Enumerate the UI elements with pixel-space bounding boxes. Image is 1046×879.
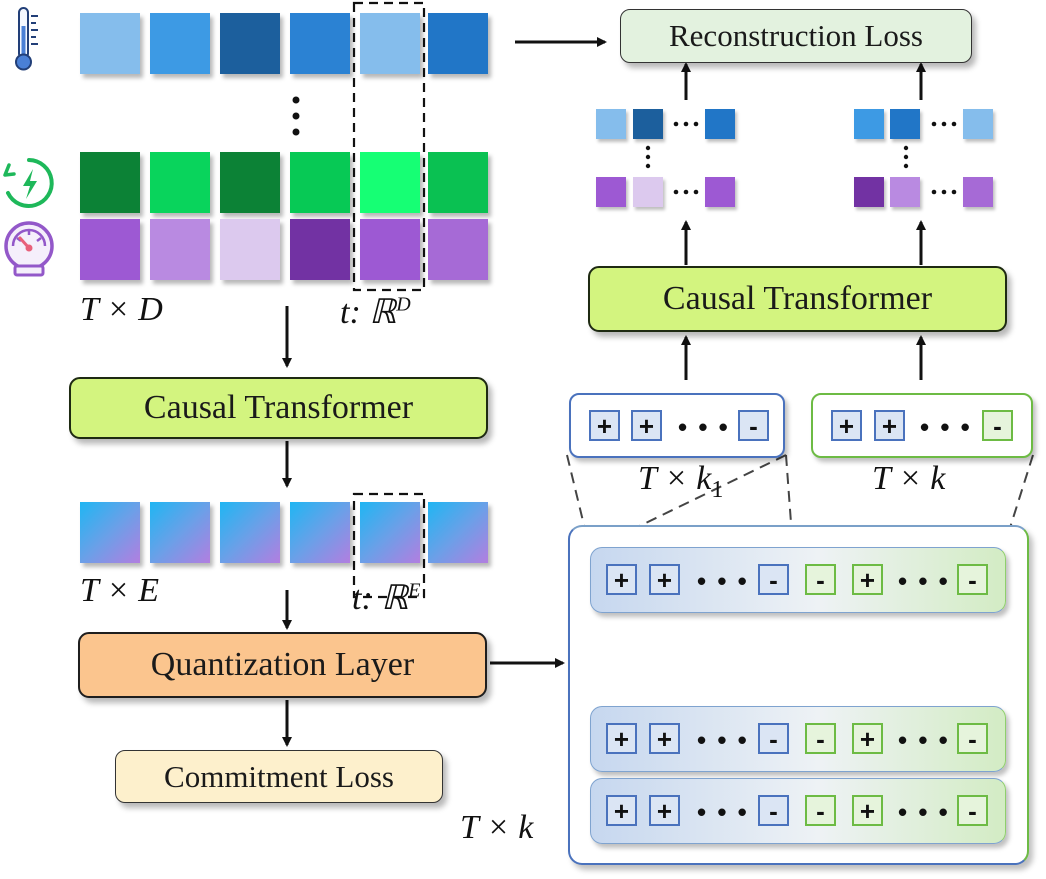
battery-cell xyxy=(220,152,280,213)
recon-vertical-ellipsis xyxy=(645,145,909,169)
codebook-dims-label: T × k xyxy=(460,809,534,846)
recon-temp-cell xyxy=(890,109,920,139)
pressure-cell xyxy=(360,219,420,280)
minus-token: - xyxy=(758,723,789,754)
recon-temp-cell xyxy=(963,109,993,139)
temperature-cell xyxy=(290,13,350,74)
group1-dims-label: T × k1 xyxy=(638,460,724,503)
embedding-dims-label: T × E xyxy=(80,572,160,609)
speedometer-icon xyxy=(4,221,54,277)
pressure-cell xyxy=(80,219,140,280)
embedding-cell xyxy=(80,502,140,563)
token-ellipsis: • • • xyxy=(920,412,972,442)
pressure-cell xyxy=(150,219,210,280)
token-ellipsis: • • • xyxy=(898,797,950,827)
embedding-cell xyxy=(428,502,488,563)
recon-horizontal-ellipsis xyxy=(673,121,957,195)
commitment-loss-box: Commitment Loss xyxy=(115,750,443,803)
minus-token: - xyxy=(957,723,988,754)
plus-token: + xyxy=(589,410,620,441)
temperature-cell xyxy=(80,13,140,74)
token-ellipsis: • • • xyxy=(678,412,730,442)
minus-token: - xyxy=(758,795,789,826)
recon-pressure-cell xyxy=(633,177,663,207)
minus-token: - xyxy=(957,564,988,595)
battery-cell xyxy=(290,152,350,213)
plus-token: + xyxy=(649,723,680,754)
recon-temp-cell xyxy=(705,109,735,139)
embedding-cell xyxy=(290,502,350,563)
temperature-cell xyxy=(150,13,210,74)
token-ellipsis: • • • xyxy=(898,566,950,596)
battery-cell xyxy=(80,152,140,213)
plus-token: + xyxy=(606,795,637,826)
causal-transformer-decoder: Causal Transformer xyxy=(588,266,1007,332)
input-dims-label: T × D xyxy=(80,291,163,328)
recon-temp-cell xyxy=(633,109,663,139)
embedding-slice-box xyxy=(352,492,426,599)
plus-token: + xyxy=(831,410,862,441)
minus-token: - xyxy=(982,410,1013,441)
embedding-cell xyxy=(220,502,280,563)
pressure-cell xyxy=(220,219,280,280)
battery-charging-icon xyxy=(3,158,54,208)
recon-pressure-cell xyxy=(890,177,920,207)
battery-cell xyxy=(428,152,488,213)
plus-token: + xyxy=(852,795,883,826)
recon-pressure-cell xyxy=(705,177,735,207)
reconstruction-loss-box: Reconstruction Loss xyxy=(620,9,972,63)
row-ellipsis xyxy=(292,96,300,136)
battery-cell xyxy=(150,152,210,213)
token-ellipsis: • • • xyxy=(898,725,950,755)
minus-token: - xyxy=(957,795,988,826)
code-row xyxy=(590,706,1006,772)
group2-dims-label: T × k xyxy=(872,460,946,497)
pressure-cell xyxy=(428,219,488,280)
minus-token: - xyxy=(758,564,789,595)
recon-pressure-cell xyxy=(854,177,884,207)
embedding-cell xyxy=(150,502,210,563)
temperature-cell xyxy=(360,13,420,74)
token-ellipsis: • • • xyxy=(697,566,749,596)
temperature-cell xyxy=(428,13,488,74)
causal-transformer-encoder: Causal Transformer xyxy=(69,377,488,439)
quantization-layer-box: Quantization Layer xyxy=(78,632,487,698)
pressure-cell xyxy=(290,219,350,280)
plus-token: + xyxy=(606,564,637,595)
recon-temp-cell xyxy=(596,109,626,139)
plus-token: + xyxy=(606,723,637,754)
time-slice-box xyxy=(352,1,426,292)
plus-token: + xyxy=(874,410,905,441)
token-ellipsis: • • • xyxy=(697,797,749,827)
minus-token: - xyxy=(805,723,836,754)
recon-pressure-cell xyxy=(963,177,993,207)
input-slice-label: t: ℝD xyxy=(340,293,411,331)
embedding-slice-label: t: ℝE xyxy=(352,579,421,617)
plus-token: + xyxy=(852,564,883,595)
embedding-cell xyxy=(360,502,420,563)
minus-token: - xyxy=(738,410,769,441)
plus-token: + xyxy=(649,564,680,595)
recon-temp-cell xyxy=(854,109,884,139)
plus-token: + xyxy=(631,410,662,441)
thermometer-icon xyxy=(15,7,38,71)
recon-pressure-cell xyxy=(596,177,626,207)
battery-cell xyxy=(360,152,420,213)
minus-token: - xyxy=(805,795,836,826)
temperature-cell xyxy=(220,13,280,74)
token-ellipsis: • • • xyxy=(697,725,749,755)
plus-token: + xyxy=(649,795,680,826)
plus-token: + xyxy=(852,723,883,754)
minus-token: - xyxy=(805,564,836,595)
